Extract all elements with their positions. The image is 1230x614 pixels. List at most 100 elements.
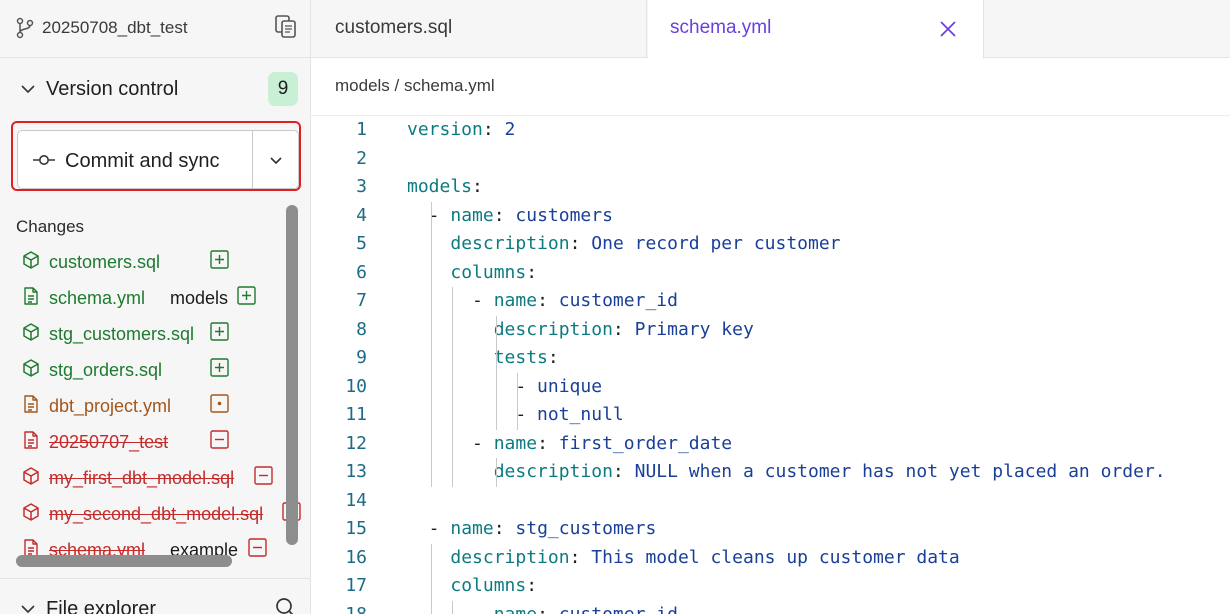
code-text: tests: [407,347,559,368]
code-text: - name: stg_customers [407,518,657,539]
code-text: columns: [407,262,537,283]
vertical-scrollbar[interactable] [286,205,298,545]
code-line: 4 - name: customers [311,202,1230,230]
change-item[interactable]: dbt_project.yml [0,389,286,421]
added-status-icon [210,358,229,377]
chevron-down-icon[interactable] [20,82,36,96]
section-divider [0,578,310,579]
commit-and-sync-button[interactable]: Commit and sync [17,130,299,189]
deleted-status-icon [254,466,273,485]
file-icon [24,539,38,557]
tab-label: customers.sql [335,17,453,38]
indent-guide [495,458,497,487]
yaml-key: tests [493,347,548,368]
search-icon[interactable] [274,596,298,614]
code-text: - name: first_order_date [407,433,732,454]
yaml-value: NULL when a customer has not yet placed … [634,461,1166,482]
change-file-name: customers.sql [49,252,161,272]
tab-label: schema.yml [670,17,772,38]
yaml-value: stg_customers [515,518,657,539]
yaml-value: not_null [537,404,624,425]
yaml-punctuation [407,547,450,568]
project-bar: 20250708_dbt_test [0,0,310,58]
line-number: 9 [356,347,367,368]
change-item[interactable]: my_first_dbt_model.sql [0,461,286,493]
line-number: 1 [356,119,367,140]
close-icon[interactable] [939,20,957,38]
yaml-value: One record per customer [591,233,841,254]
yaml-punctuation [407,575,450,596]
yaml-punctuation: : [493,518,516,539]
version-control-header[interactable]: Version control 9 [0,60,310,118]
line-number: 10 [345,375,367,397]
yaml-value: Primary key [634,318,754,340]
code-line: 6 columns: [311,259,1230,287]
change-item[interactable]: stg_orders.sql [0,353,286,385]
code-line: 18 - name: customer_id [311,601,1230,614]
modified-status-icon [210,394,229,413]
tab-schema-yml[interactable]: schema.yml [648,0,984,59]
yaml-value: 2 [504,119,516,140]
chevron-down-icon [270,157,282,165]
yaml-punctuation: - [407,404,538,425]
yaml-punctuation: - [407,290,494,311]
change-file-name: stg_orders.sql [49,360,163,380]
commit-options-dropdown[interactable] [253,131,299,188]
code-line: 5 description: One record per customer [311,230,1230,258]
cube-icon [23,467,39,485]
yaml-punctuation: : [569,546,592,568]
indent-guide [495,315,497,430]
code-line: 12 - name: first_order_date [311,430,1230,458]
yaml-key: description [493,461,613,482]
yaml-punctuation: - [407,432,494,454]
chevron-down-icon[interactable] [20,602,36,614]
yaml-punctuation: : [537,432,559,454]
cube-icon [23,251,39,269]
yaml-key: name [493,432,538,454]
yaml-key: description [450,233,570,254]
change-item[interactable]: 20250707_test [0,425,286,457]
yaml-punctuation: : [526,575,538,596]
code-text: columns: [407,575,537,596]
breadcrumb: models / schema.yml [335,76,495,95]
yaml-punctuation: - [407,603,494,614]
yaml-punctuation [407,461,494,482]
yaml-punctuation: : [612,318,635,340]
tab-customers-sql[interactable]: customers.sql [311,0,647,58]
code-text: description: Primary key [407,319,754,340]
yaml-key: description [493,318,613,340]
yaml-key: columns [450,261,527,283]
line-number: 11 [345,404,367,425]
line-number: 18 [345,603,367,614]
change-item[interactable]: stg_customers.sql [0,317,286,349]
file-icon [24,431,38,449]
yaml-punctuation [407,233,450,254]
yaml-punctuation: : [537,290,559,311]
yaml-punctuation: : [472,176,483,197]
file-explorer-title[interactable]: File explorer [46,598,157,614]
added-status-icon [210,322,229,341]
change-item[interactable]: my_second_dbt_model.sql [0,497,301,529]
yaml-value: This model cleans up customer data [591,546,960,568]
code-line: 10 - unique [311,373,1230,401]
line-number: 17 [345,575,367,596]
yaml-key: name [493,290,538,311]
code-text: description: NULL when a customer has no… [407,461,1166,482]
code-line: 9 tests: [311,344,1230,372]
indent-guide [430,543,432,614]
yaml-punctuation: : [537,603,559,614]
added-status-icon [210,250,229,269]
changes-heading: Changes [16,217,85,236]
yaml-punctuation [407,262,450,283]
yaml-value: customer_id [558,290,678,311]
changes-count-badge: 9 [268,72,298,106]
code-line: 2 [311,145,1230,173]
horizontal-scrollbar[interactable] [16,555,232,567]
copy-icon[interactable] [274,14,298,40]
yaml-punctuation [407,347,494,368]
change-file-name: dbt_project.yml [49,396,172,416]
change-item[interactable]: customers.sql [0,245,286,277]
